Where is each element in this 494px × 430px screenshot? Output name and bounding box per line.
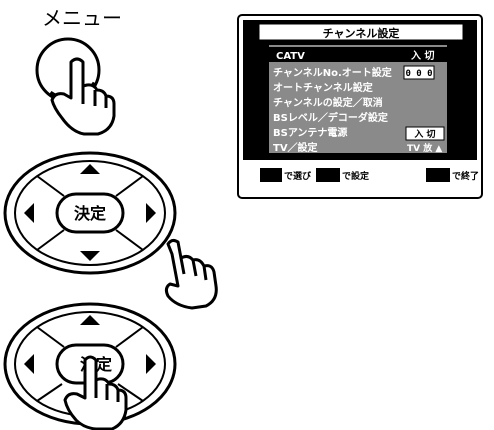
menu-item-label: チャンネルNo.オート設定 [273, 66, 392, 79]
menu-item-value: 入 切 [411, 50, 434, 62]
left-arrow-icon[interactable] [24, 354, 34, 374]
down-arrow-icon[interactable] [80, 251, 100, 261]
menu-label: メニュー [42, 6, 122, 30]
menu-item-auto-channel[interactable]: オートチャンネル設定 [273, 81, 373, 94]
menu-item-label: チャンネルの設定／取消 [273, 96, 383, 109]
menu-item-value: TV 放 ▲ [407, 142, 442, 154]
dpad-step2[interactable] [3, 151, 177, 275]
left-arrow-icon[interactable] [24, 203, 34, 223]
menu-item-value: 0 0 0 [405, 69, 432, 79]
menu-item-label: BSアンテナ電源 [273, 126, 347, 139]
footer-set-hint: で設定 [342, 170, 370, 182]
menu-item-label: オートチャンネル設定 [273, 81, 373, 94]
menu-item-bs-antenna[interactable]: BSアンテナ電源 入 切 [273, 126, 445, 141]
menu-item-tv-setting[interactable]: TV／設定 TV 放 ▲ [273, 141, 442, 154]
menu-item-channel-auto[interactable]: チャンネルNo.オート設定 0 0 0 [273, 65, 435, 80]
right-arrow-icon[interactable] [146, 203, 156, 223]
enter-button-label: 決定 [74, 204, 106, 223]
up-arrow-icon[interactable] [80, 315, 100, 325]
pressing-hand-icon [50, 57, 116, 136]
menu-item-catv[interactable]: CATV 入 切 [269, 47, 447, 62]
menu-item-channel-setting[interactable]: チャンネルの設定／取消 [273, 96, 383, 109]
footer-end-hint: で終了 [452, 170, 479, 182]
menu-item-label: BSレベル／デコーダ設定 [273, 111, 388, 124]
menu-item-bs-level[interactable]: BSレベル／デコーダ設定 [273, 111, 388, 124]
pressing-hand-icon [63, 355, 128, 430]
enter-button-step2[interactable]: 決定 [55, 192, 125, 234]
right-arrow-icon[interactable] [146, 354, 156, 374]
menu-item-label: CATV [276, 51, 305, 62]
menu-item-value: 入 切 [413, 129, 435, 140]
up-arrow-icon[interactable] [80, 164, 100, 174]
pointing-hand-icon [164, 238, 218, 310]
footer-select-hint: で選び [284, 170, 312, 182]
menu-item-label: TV／設定 [273, 141, 318, 154]
screen-title: チャンネル設定 [323, 26, 400, 40]
screen-footer: で選び で設定 で終了 [243, 160, 479, 193]
